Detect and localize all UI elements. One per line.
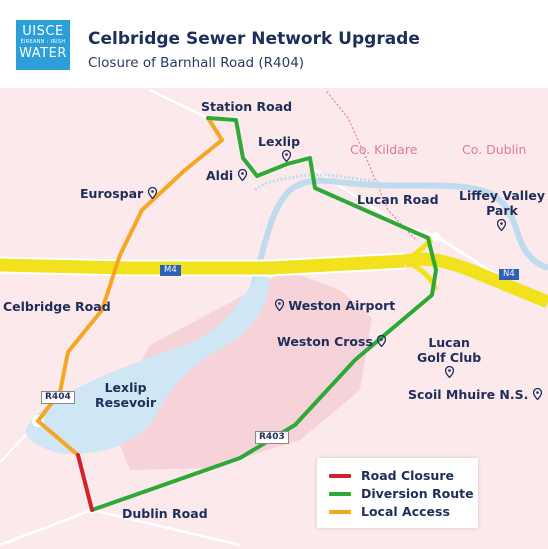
map-pin-icon	[281, 150, 291, 162]
label-weston-airport: Weston Airport	[275, 298, 395, 313]
label-lexlip-reservoir-line2: Resevoir	[95, 395, 157, 410]
label-celbridge-road: Celbridge Road	[3, 299, 111, 314]
weston-airport-area	[110, 270, 372, 470]
legend-label-local-access: Local Access	[361, 504, 450, 519]
legend-swatch-diversion-route	[329, 492, 351, 496]
legend-label-road-closure: Road Closure	[361, 468, 454, 483]
label-dublin-road: Dublin Road	[122, 506, 208, 521]
label-lucan-golf-line2: Golf Club	[417, 350, 482, 365]
map-area: Co. Kildare Co. Dublin Station Road Lexl…	[0, 88, 548, 549]
header: UISCE ÉIREANN : IRISH WATER Celbridge Se…	[0, 0, 548, 88]
map-pin-icon	[237, 169, 247, 181]
uisce-eireann-logo: UISCE ÉIREANN : IRISH WATER	[16, 20, 70, 70]
logo-text-uisce: UISCE	[22, 24, 64, 39]
m4-road-badge: M4	[160, 265, 181, 276]
label-aldi: Aldi	[206, 168, 247, 183]
roundabout	[431, 232, 441, 242]
map-pin-icon	[497, 219, 507, 231]
m4-motorway	[0, 254, 406, 275]
map-pin-icon	[147, 187, 157, 199]
page-title: Celbridge Sewer Network Upgrade	[88, 29, 420, 49]
label-lucan-road: Lucan Road	[357, 192, 439, 207]
legend-label-diversion-route: Diversion Route	[361, 486, 474, 501]
label-aldi-text: Aldi	[206, 168, 234, 183]
map-legend: Road Closure Diversion Route Local Acces…	[317, 458, 478, 528]
map-pin-icon	[275, 299, 284, 311]
label-lexlip-reservoir-line1: Lexlip	[104, 380, 147, 395]
county-label-kildare: Co. Kildare	[350, 142, 418, 157]
label-lucan-golf-club: Lucan Golf Club	[417, 335, 481, 380]
road-closure-segment	[76, 453, 94, 512]
label-weston-cross-text: Weston Cross	[277, 334, 373, 349]
legend-swatch-road-closure	[329, 474, 351, 478]
label-liffey-valley-line1: Liffey Valley	[459, 188, 545, 203]
map-pin-icon	[444, 366, 454, 378]
n4-road-badge: N4	[499, 269, 519, 280]
logo-text-irish: ÉIREANN : IRISH	[20, 39, 66, 45]
map-pin-icon	[377, 335, 387, 347]
label-scoil-mhuire-text: Scoil Mhuire N.S.	[408, 387, 529, 402]
n4-motorway	[403, 252, 548, 309]
r404-road-badge: R404	[41, 391, 75, 404]
county-boundary	[326, 91, 417, 241]
map-canvas	[0, 88, 548, 549]
minor-road	[0, 508, 93, 547]
label-lexlip-text: Lexlip	[258, 134, 301, 149]
river-liffey-branch	[254, 173, 381, 192]
label-liffey-valley-park: Liffey Valley Park	[459, 188, 545, 233]
label-eurospar: Eurospar	[80, 186, 157, 201]
label-lexlip: Lexlip	[258, 134, 300, 164]
minor-road	[91, 508, 241, 547]
label-station-road: Station Road	[201, 99, 293, 114]
label-weston-cross: Weston Cross	[277, 334, 387, 349]
page-subtitle: Closure of Barnhall Road (R404)	[88, 55, 305, 71]
label-lucan-golf-line1: Lucan	[428, 335, 470, 350]
label-scoil-mhuire: Scoil Mhuire N.S.	[408, 387, 542, 402]
label-lexlip-reservoir: Lexlip Resevoir	[95, 380, 156, 410]
label-liffey-valley-line2: Park	[486, 203, 518, 218]
legend-swatch-local-access	[329, 510, 351, 514]
logo-text-water: WATER	[19, 46, 67, 61]
label-weston-airport-text: Weston Airport	[288, 298, 396, 313]
r403-road-badge: R403	[255, 431, 289, 444]
lexlip-reservoir	[25, 274, 269, 455]
county-label-dublin: Co. Dublin	[462, 142, 527, 157]
diversion-route	[90, 116, 438, 512]
local-access-route	[36, 116, 224, 457]
label-eurospar-text: Eurospar	[80, 186, 144, 201]
map-pin-icon	[532, 388, 542, 400]
